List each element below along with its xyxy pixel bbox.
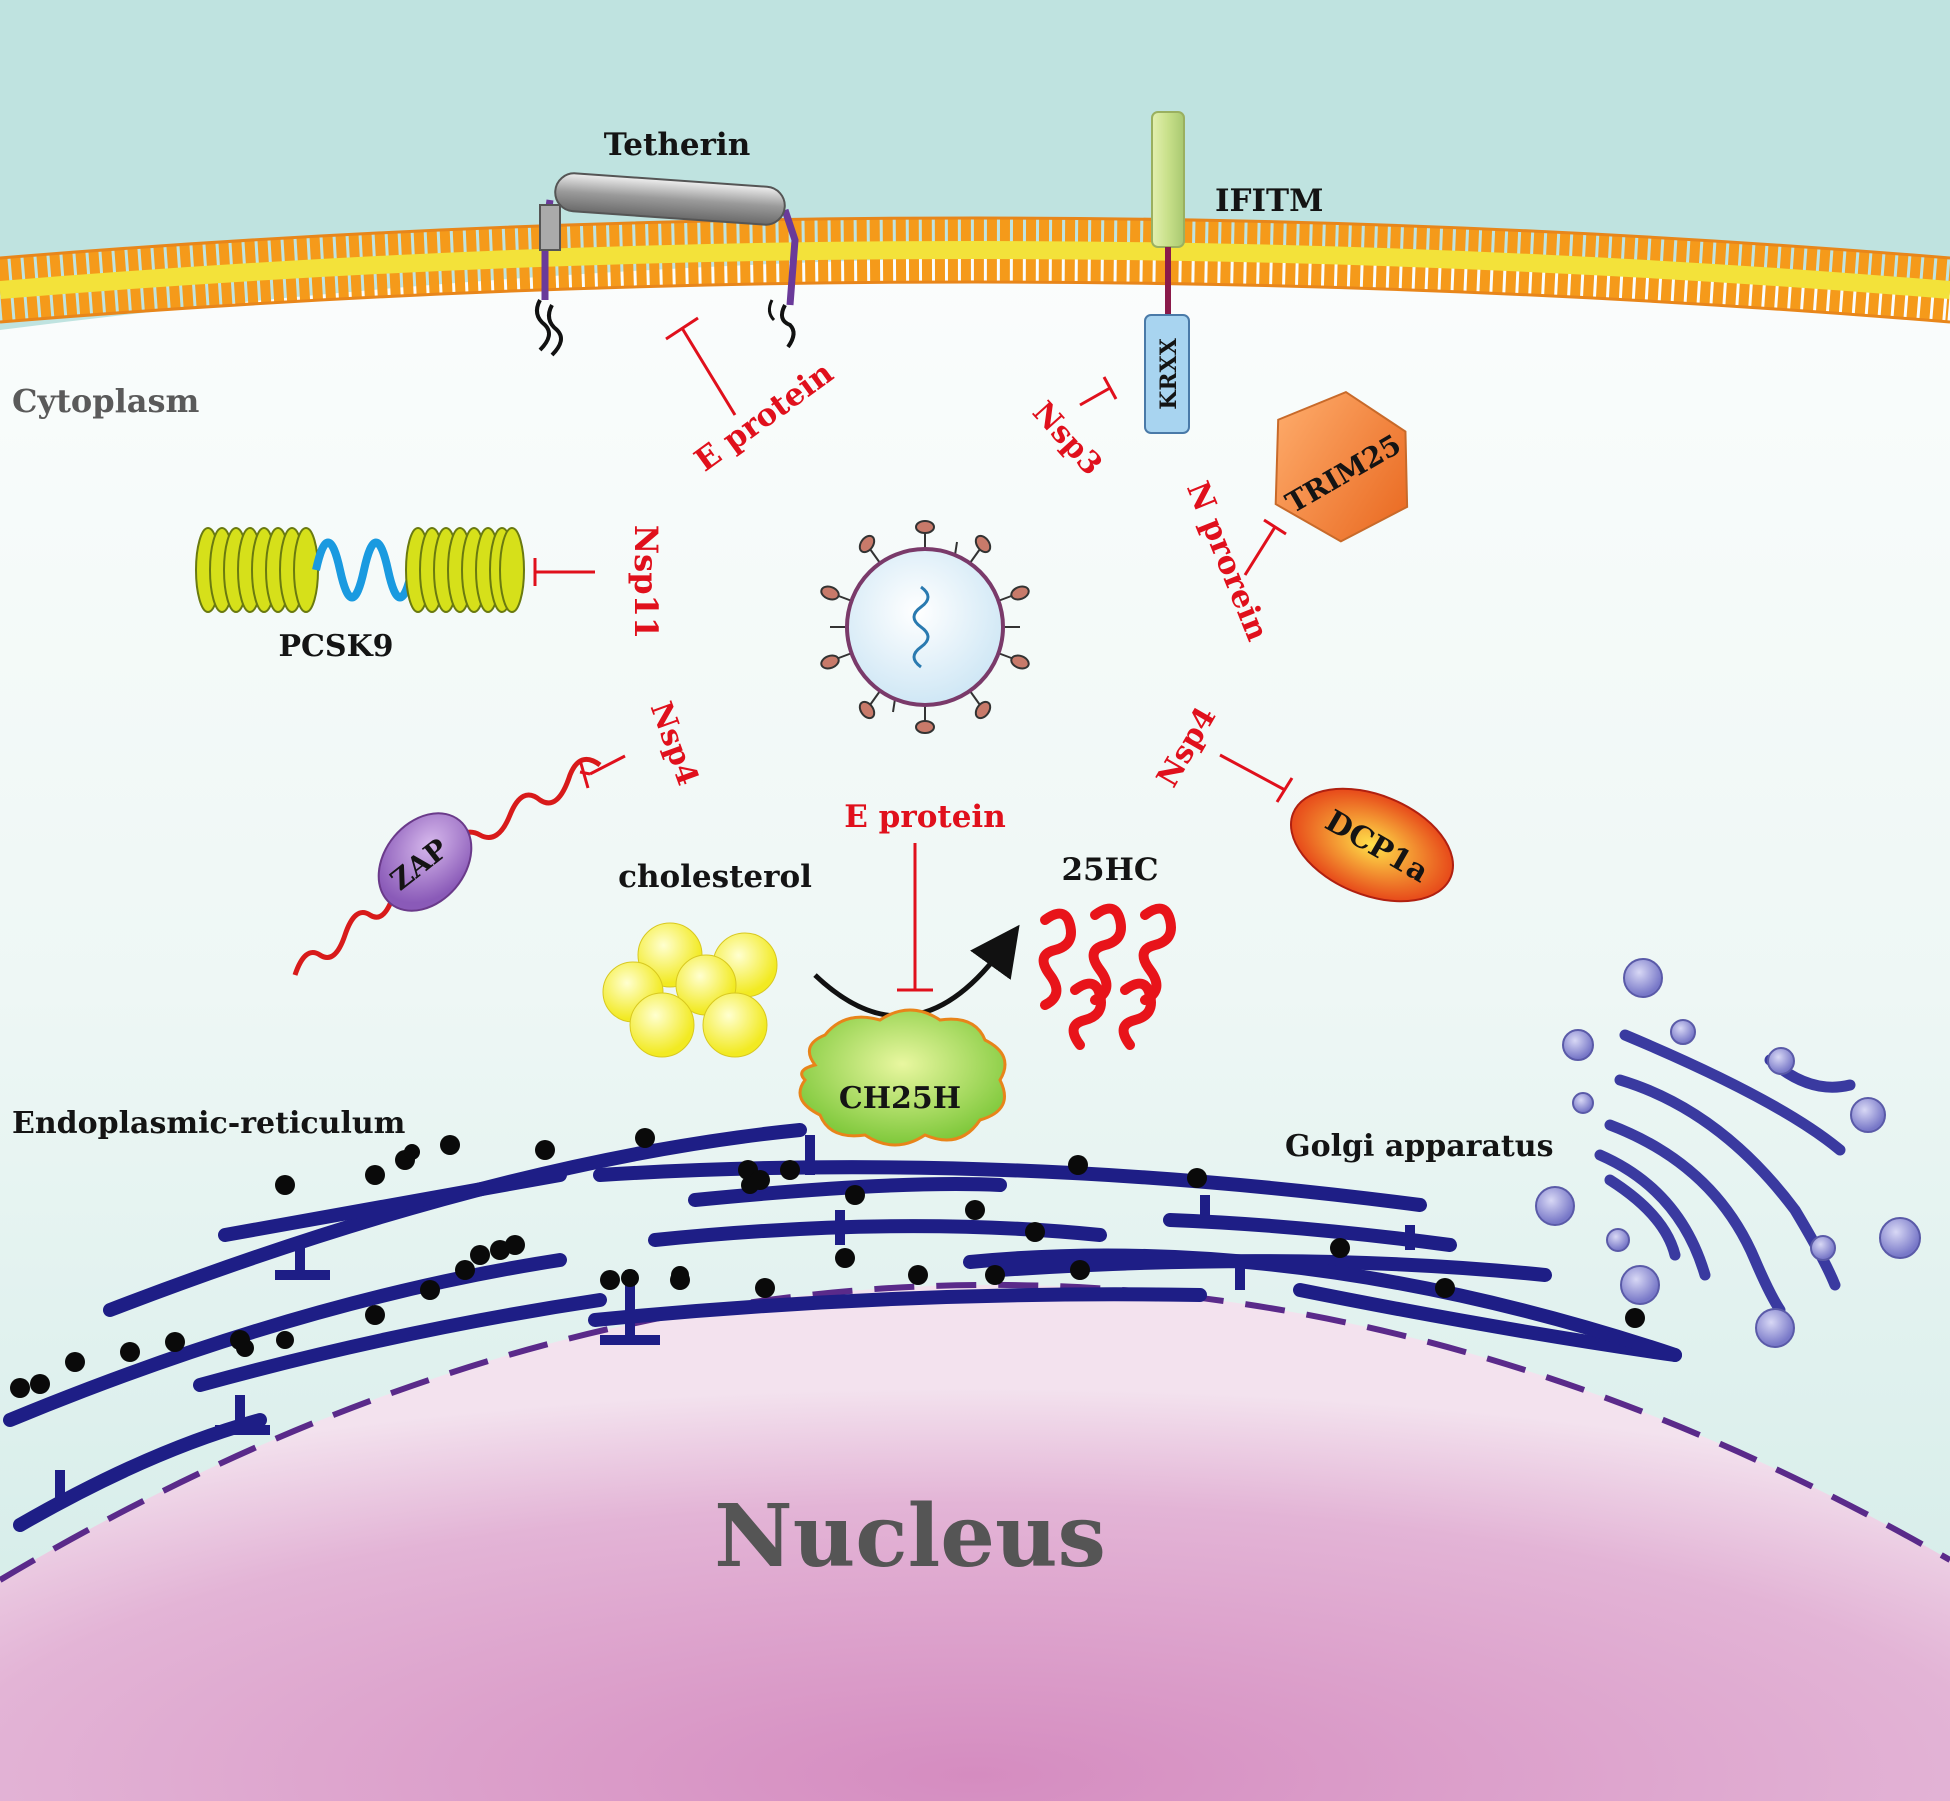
label-e-protein-center: E protein [844, 799, 1005, 835]
trim25-protein [1274, 390, 1409, 543]
label-krxx: KRXX [1156, 337, 1182, 409]
label-ifitm: IFITM [1215, 183, 1323, 219]
label-ch25h: CH25H [839, 1081, 961, 1116]
pcsk9-protein [195, 527, 525, 613]
ribosomes [10, 1128, 1645, 1398]
inhibition-nsp4-zap [578, 754, 626, 789]
25hc-ribbons [1038, 903, 1176, 1050]
coronavirus-particle [820, 520, 1030, 734]
nuclear-envelope [0, 1281, 1950, 1583]
inhibition-nsp3-krxx [1079, 376, 1118, 407]
label-er: Endoplasmic-reticulum [12, 1106, 406, 1141]
zap-protein [377, 812, 473, 912]
label-25hc: 25HC [1061, 852, 1158, 888]
nucleus-body [0, 1284, 1950, 1801]
plasma-membrane [0, 216, 1950, 324]
inhibition-e-protein-tetherin [665, 316, 737, 416]
label-cholesterol: cholesterol [618, 859, 812, 895]
label-nsp11: Nsp11 [627, 525, 665, 639]
inhibition-n-protein-trim25 [1243, 518, 1287, 576]
inhibition-e-protein-ch25h [897, 843, 933, 992]
label-nucleus: Nucleus [714, 1486, 1106, 1587]
label-pcsk9: PCSK9 [278, 629, 393, 664]
dcp1a-protein [1289, 787, 1455, 903]
inhibition-nsp11-pcsk9 [533, 558, 595, 586]
inhibition-nsp4-dcp1a [1219, 753, 1294, 803]
er-connectors [55, 1135, 1415, 1500]
ch25h-enzyme [798, 1008, 1007, 1147]
label-cytoplasm: Cytoplasm [12, 382, 199, 420]
label-golgi: Golgi apparatus [1285, 1129, 1553, 1164]
ifitm-protein [1144, 111, 1190, 434]
golgi-vesicles [1535, 958, 1921, 1348]
endoplasmic-reticulum [3, 1123, 1682, 1532]
cholesterol-cluster [602, 922, 778, 1058]
label-tetherin: Tetherin [604, 127, 750, 163]
tetherin-protein [534, 172, 799, 357]
